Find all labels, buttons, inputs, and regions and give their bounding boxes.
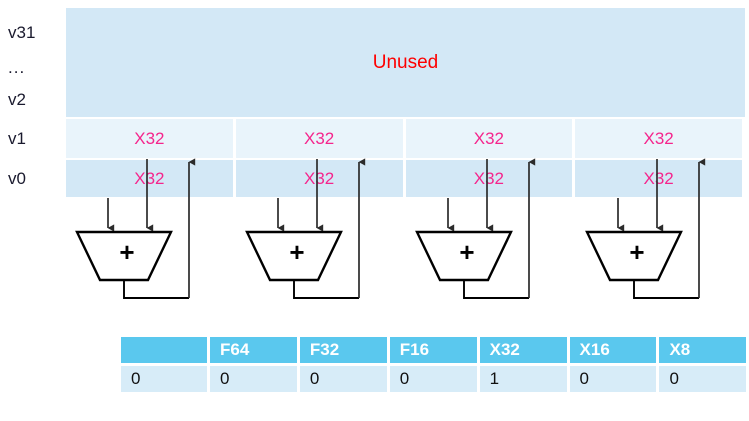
adder-trapezoid-2	[415, 230, 513, 282]
lane-element-label: X32	[473, 129, 504, 148]
element-size-control-table: F64 F32 F16 X32 X16 X8 0 0 0 0 1 0 0	[118, 334, 749, 395]
adder-trapezoid-1	[245, 230, 343, 282]
table-header-x8: X8	[659, 337, 746, 363]
lane-v0-2: X32	[405, 160, 576, 197]
adder-output-wire-2	[463, 280, 529, 299]
lane-element-label: X32	[643, 129, 674, 148]
register-label-v0: v0	[8, 169, 26, 188]
lane-v0-1: X32	[235, 160, 406, 197]
register-label-v2: v2	[8, 90, 26, 109]
register-row-v0: X32 X32 X32 X32	[66, 160, 745, 197]
unused-label: Unused	[372, 51, 439, 73]
table-cell-f16: 0	[389, 366, 477, 392]
table-cell-x8: 0	[659, 366, 746, 392]
adder-plus-symbol-0: +	[119, 237, 134, 267]
register-row-v1: X32 X32 X32 X32	[66, 119, 745, 158]
adder-trapezoid-0	[75, 230, 173, 282]
lane-element-label: X32	[304, 169, 335, 188]
table-cell-f64: 0	[210, 366, 297, 392]
table-cell-x16: 0	[569, 366, 657, 392]
table-header-x32: X32	[479, 337, 567, 363]
table-header-f16: F16	[389, 337, 477, 363]
table-cell-x32: 1	[479, 366, 567, 392]
lane-element-label: X32	[643, 169, 674, 188]
lane-v0-3: X32	[575, 160, 745, 197]
unused-register-block: Unused	[66, 8, 745, 117]
adder-plus-symbol-1: +	[289, 237, 304, 267]
adder-plus-symbol-2: +	[459, 237, 474, 267]
table-header-f64: F64	[210, 337, 297, 363]
adder-output-wire-3	[633, 280, 699, 299]
adder-plus-symbol-3: +	[629, 237, 644, 267]
adder-output-wire-0	[123, 280, 189, 299]
register-label-v31: v31	[8, 23, 36, 42]
table-header-row: F64 F32 F16 X32 X16 X8	[121, 337, 746, 363]
lane-v1-1: X32	[235, 119, 406, 158]
table-row: 0 0 0 0 1 0 0	[121, 366, 746, 392]
table-header-f32: F32	[299, 337, 387, 363]
lane-element-label: X32	[473, 169, 504, 188]
register-label-v1: v1	[8, 129, 26, 148]
lane-element-label: X32	[304, 129, 335, 148]
adder-output-wire-1	[293, 280, 359, 299]
lane-v1-0: X32	[66, 119, 236, 158]
lane-v1-3: X32	[575, 119, 745, 158]
table-cell-blank: 0	[121, 366, 208, 392]
register-label-ellipsis: ...	[8, 58, 26, 77]
lane-v1-2: X32	[405, 119, 576, 158]
table-header-blank	[121, 337, 208, 363]
table-cell-f32: 0	[299, 366, 387, 392]
adder-trapezoid-3	[585, 230, 683, 282]
lane-v0-0: X32	[66, 160, 236, 197]
lane-element-label: X32	[134, 169, 165, 188]
lane-element-label: X32	[134, 129, 165, 148]
table-header-x16: X16	[569, 337, 657, 363]
